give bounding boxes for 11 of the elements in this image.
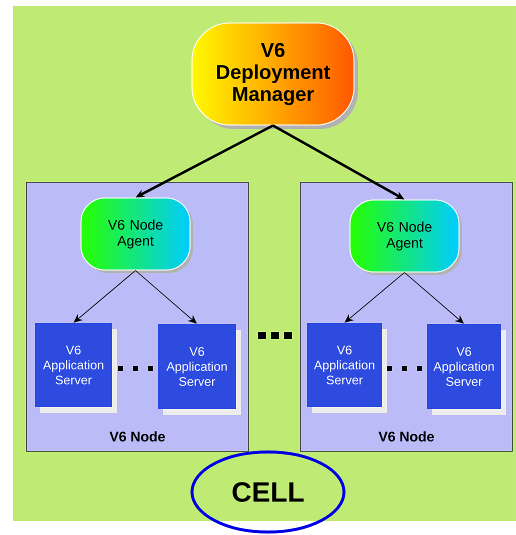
server-box: V6 Application Server — [307, 323, 387, 413]
manager-box: V6 Deployment Manager — [192, 22, 358, 129]
server-box: V6 Application Server — [158, 324, 241, 415]
arrow — [404, 272, 464, 324]
arrow — [344, 272, 405, 323]
server-box: V6 Application Server — [427, 324, 506, 415]
arrow — [135, 270, 197, 324]
agent-box: V6 Node Agent — [80, 198, 193, 273]
arrow — [74, 270, 136, 323]
agent-box: V6 Node Agent — [350, 200, 462, 275]
server-box: V6 Application Server — [35, 323, 117, 413]
